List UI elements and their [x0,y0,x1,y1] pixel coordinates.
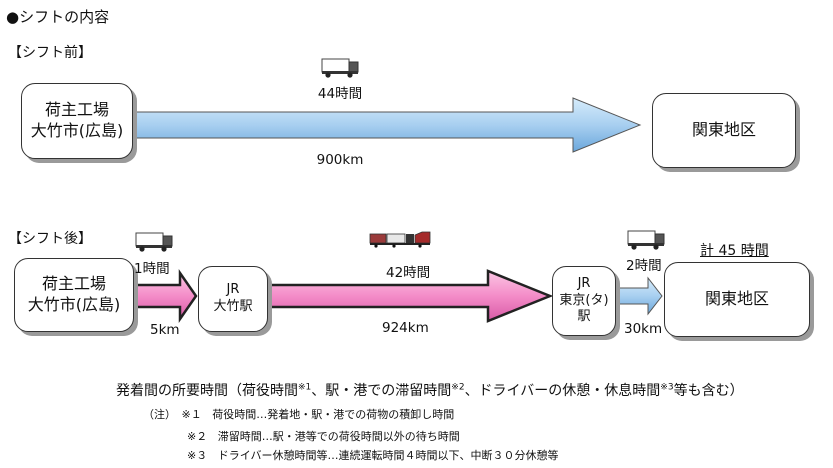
station-suffix: 駅 [577,309,591,325]
footnote-ref: ※2 [451,382,465,393]
summary-part: 、駅・港での滞留時間 [311,383,452,399]
station-name: 東京(タ) [559,292,609,308]
total-time-label: 計 45 時間 [700,243,769,259]
origin-name: 荷主工場 [41,274,106,294]
diagram-title: ●シフトの内容 [6,8,110,26]
truck-icon [135,232,173,252]
after-leg3-arrow [615,276,663,316]
freight-train-icon [369,231,431,248]
leg3-distance-label: 30km [624,321,663,337]
summary-part: 等も含む） [673,383,744,399]
note-text: ドライバー休憩時間等…連続運転時間４時間以下、中断３０分休憩等 [217,449,559,462]
summary-text: 発着間の所要時間（荷役時間※1、駅・港での滞留時間※2、ドライバーの休憩・休息時… [116,380,744,400]
note-text: 荷役時間…発着地・駅・港での荷物の積卸し時間 [212,408,455,421]
after-leg1-arrow [133,269,198,323]
before-distance-label: 900km [316,152,364,168]
before-origin-node: 荷主工場 大竹市(広島) [21,83,133,159]
note-3: ※３ ドライバー休憩時間等…連続運転時間４時間以下、中断３０分休憩等 [187,447,559,463]
after-leg2-arrow [266,269,554,323]
station-node-otake: JR 大竹駅 [198,266,268,332]
note-mark: ※３ [187,449,208,462]
section-label-before: 【シフト前】 [8,45,92,61]
leg1-distance-label: 5km [150,322,180,338]
leg2-distance-label: 924km [382,320,429,336]
leg1-time-label: 1時間 [134,261,170,277]
destination-name: 関東地区 [691,120,756,140]
note-1: （注） ※１ 荷役時間…発着地・駅・港での荷物の積卸し時間 [143,406,454,422]
summary-part: 、ドライバーの休憩・休息時間 [464,383,661,399]
destination-name: 関東地区 [704,289,769,309]
truck-icon [321,58,359,78]
station-name: 大竹駅 [213,299,253,314]
footnote-ref: ※3 [660,382,674,393]
station-line: JR [577,275,591,291]
summary-part: 発着間の所要時間（荷役時間 [116,383,298,399]
origin-location: 大竹市(広島) [30,121,124,140]
truck-icon [627,230,665,250]
before-truck-arrow [132,97,642,153]
origin-name: 荷主工場 [44,100,109,120]
after-origin-node: 荷主工場 大竹市(広島) [14,258,134,332]
before-time-label: 44時間 [317,86,363,102]
station-line: JR [226,282,240,298]
note-2: ※２ 滞留時間…駅・港等での荷役時間以外の待ち時間 [187,428,460,444]
after-destination-node: 関東地区 [664,262,810,337]
leg2-time-label: 42時間 [386,265,431,281]
footnote-ref: ※1 [298,382,312,393]
note-mark: ※２ [187,430,208,443]
leg3-time-label: 2時間 [626,258,662,274]
before-destination-node: 関東地区 [652,93,796,168]
station-node-tokyo: JR 東京(タ) 駅 [552,266,616,336]
note-text: 滞留時間…駅・港等での荷役時間以外の待ち時間 [217,430,460,443]
origin-location: 大竹市(広島) [27,295,121,314]
section-label-after: 【シフト後】 [8,231,92,247]
note-mark: （注） ※１ [143,408,202,421]
